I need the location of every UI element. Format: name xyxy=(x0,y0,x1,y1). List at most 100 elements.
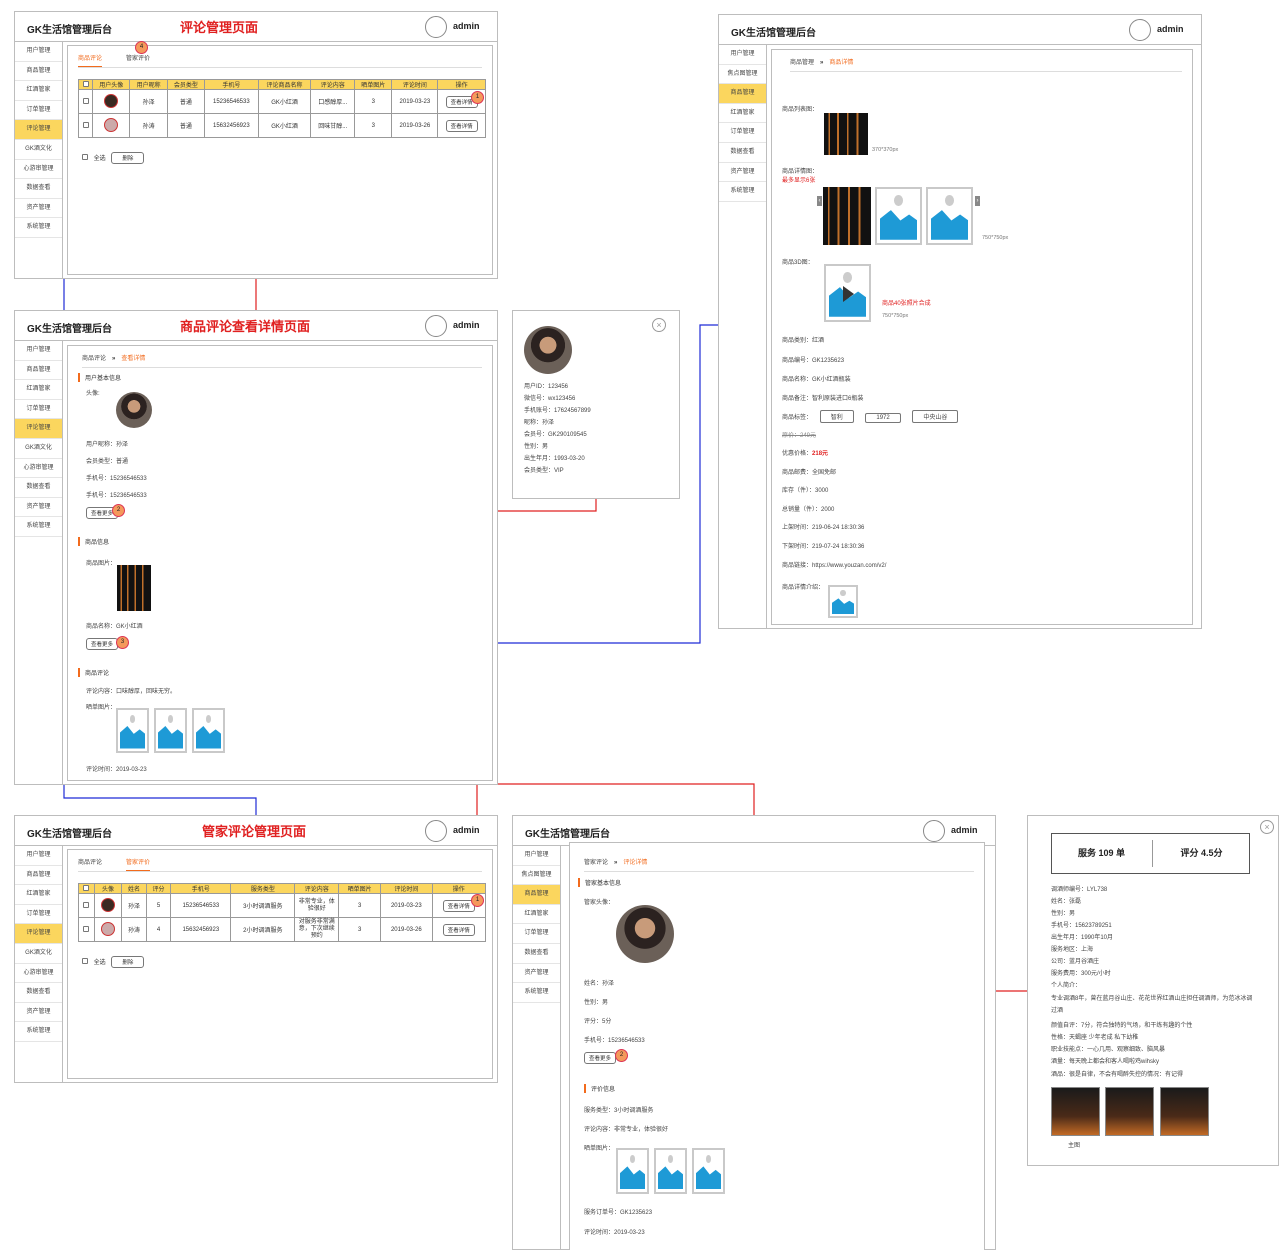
admin-avatar[interactable] xyxy=(425,820,447,842)
sidebar-item[interactable]: 焦点图管理 xyxy=(719,65,766,85)
field-intro-label: 商品详情介绍： xyxy=(782,585,825,591)
select-all-checkbox[interactable] xyxy=(83,884,90,891)
image-placeholder-icon xyxy=(875,187,922,245)
sidebar-item[interactable]: 用户管理 xyxy=(15,42,62,62)
sidebar-item[interactable]: 资产管理 xyxy=(719,163,766,183)
sidebar-item[interactable]: GK酒文化 xyxy=(15,944,62,964)
tab-goods-comment[interactable]: 商品评论 xyxy=(78,52,103,67)
chevron-left-icon[interactable]: ‹ xyxy=(817,196,822,206)
sidebar-item[interactable]: 用户管理 xyxy=(513,846,560,866)
sidebar-item[interactable]: 数据查看 xyxy=(719,143,766,163)
delete-button[interactable]: 删除 xyxy=(111,152,145,164)
sidebar-item[interactable]: 心游审管理 xyxy=(15,459,62,479)
row-checkbox[interactable] xyxy=(83,901,90,908)
product-tag[interactable]: 智利 xyxy=(819,410,854,423)
sidebar-item[interactable]: 用户管理 xyxy=(15,341,62,361)
sidebar-item[interactable]: 焦点图管理 xyxy=(513,866,560,886)
sidebar-item[interactable]: 订单管理 xyxy=(513,924,560,944)
breadcrumb: 商品管理»商品详情 xyxy=(790,57,1182,72)
sidebar-item[interactable]: 系统管理 xyxy=(719,182,766,202)
sidebar-item[interactable]: 系统管理 xyxy=(15,218,62,238)
sidebar-item-active[interactable]: 评论管理 xyxy=(15,924,62,944)
sidebar-item-active[interactable]: 评论管理 xyxy=(15,120,62,140)
sidebar-item[interactable]: 红酒管家 xyxy=(513,905,560,925)
popup-field: 会员号：GK290109545 xyxy=(524,432,587,438)
breadcrumb-item[interactable]: 商品评论 xyxy=(82,356,107,362)
sidebar-item[interactable]: 数据查看 xyxy=(513,944,560,964)
admin-avatar[interactable] xyxy=(425,315,447,337)
admin-name[interactable]: admin xyxy=(453,320,480,330)
sidebar-item[interactable]: 订单管理 xyxy=(15,400,62,420)
tab-butler-comment[interactable]: 管家评价 xyxy=(125,56,150,62)
sidebar-item[interactable]: 订单管理 xyxy=(15,101,62,121)
sidebar-item[interactable]: 订单管理 xyxy=(719,123,766,143)
view-detail-button[interactable]: 查看详情 xyxy=(442,899,475,912)
admin-avatar[interactable] xyxy=(923,820,945,842)
sidebar-item[interactable]: 订单管理 xyxy=(15,905,62,925)
field-phone: 手机号：15236546533 xyxy=(584,1038,645,1044)
sidebar-item[interactable]: 红酒管家 xyxy=(15,885,62,905)
chevron-right-icon[interactable]: › xyxy=(975,196,980,206)
3d-image-video[interactable] xyxy=(824,264,871,322)
list-image-size: 370*370px xyxy=(872,147,899,153)
sidebar-item[interactable]: 系统管理 xyxy=(513,983,560,1003)
sidebar-item[interactable]: GK酒文化 xyxy=(15,140,62,160)
sidebar-item[interactable]: 数据查看 xyxy=(15,478,62,498)
select-all-checkbox[interactable] xyxy=(82,80,89,87)
sidebar-item[interactable]: 红酒管家 xyxy=(15,380,62,400)
sidebar-item[interactable]: 资产管理 xyxy=(15,199,62,219)
view-detail-button[interactable]: 查看详情 xyxy=(445,119,478,132)
admin-avatar[interactable] xyxy=(1129,19,1151,41)
field-postage: 商品邮费：全国免邮 xyxy=(782,470,837,476)
view-more-user-button[interactable]: 查看更多 xyxy=(86,507,119,519)
sidebar-item-active[interactable]: 商品管理 xyxy=(719,84,766,104)
sidebar-item[interactable]: 用户管理 xyxy=(15,846,62,866)
popup-bio: 专业调酒8年，曾在蓝月谷山庄、花花世界红酒山庄担任调酒师，为范冰冰调过酒 xyxy=(1051,996,1253,1014)
tab-goods-comment[interactable]: 商品评论 xyxy=(78,860,103,866)
col-header: 用户昵称 xyxy=(129,79,168,90)
admin-avatar[interactable] xyxy=(425,16,447,38)
sidebar-item[interactable]: 红酒管家 xyxy=(15,81,62,101)
breadcrumb-item[interactable]: 管家评论 xyxy=(584,860,609,866)
product-tag[interactable]: 中央山谷 xyxy=(912,410,959,423)
admin-name[interactable]: admin xyxy=(1157,24,1184,34)
sidebar-item[interactable]: 商品管理 xyxy=(15,62,62,82)
sidebar-item-active[interactable]: 评论管理 xyxy=(15,419,62,439)
sidebar-item[interactable]: 数据查看 xyxy=(15,179,62,199)
sidebar-item-active[interactable]: 商品管理 xyxy=(513,885,560,905)
sidebar-item[interactable]: GK酒文化 xyxy=(15,439,62,459)
tab-butler-comment[interactable]: 管家评价 xyxy=(125,856,150,871)
view-more-butler-button[interactable]: 查看更多 xyxy=(584,1052,617,1064)
header: GK生活馆管理后台 admin xyxy=(719,15,1201,45)
sidebar-item[interactable]: 红酒管家 xyxy=(719,104,766,124)
sidebar-item[interactable]: 数据查看 xyxy=(15,983,62,1003)
breadcrumb-item[interactable]: 商品管理 xyxy=(790,60,815,66)
sidebar-item[interactable]: 资产管理 xyxy=(513,964,560,984)
row-checkbox[interactable] xyxy=(82,97,89,104)
sidebar-item[interactable]: 商品管理 xyxy=(15,361,62,381)
sidebar-item[interactable]: 心游审管理 xyxy=(15,160,62,180)
page-title-comment: 评论管理页面 xyxy=(180,20,259,35)
admin-name[interactable]: admin xyxy=(951,825,978,835)
admin-name[interactable]: admin xyxy=(453,21,480,31)
sidebar-item[interactable]: 资产管理 xyxy=(15,498,62,518)
close-icon[interactable]: × xyxy=(1260,820,1274,834)
row-checkbox[interactable] xyxy=(82,121,89,128)
sidebar-item[interactable]: 商品管理 xyxy=(15,866,62,886)
admin-name[interactable]: admin xyxy=(453,825,480,835)
product-tag[interactable]: 1972 xyxy=(865,413,901,423)
row-checkbox[interactable] xyxy=(83,925,90,932)
view-more-goods-button[interactable]: 查看更多 xyxy=(86,638,119,650)
select-all-checkbox[interactable] xyxy=(82,958,88,964)
delete-button[interactable]: 删除 xyxy=(111,956,145,968)
sidebar-item[interactable]: 系统管理 xyxy=(15,517,62,537)
close-icon[interactable]: × xyxy=(652,318,666,332)
view-detail-button[interactable]: 查看详情 xyxy=(442,923,475,936)
sidebar-item[interactable]: 用户管理 xyxy=(719,45,766,65)
select-all-checkbox[interactable] xyxy=(82,154,88,160)
sidebar-item[interactable]: 心游审管理 xyxy=(15,964,62,984)
sidebar-item[interactable]: 系统管理 xyxy=(15,1022,62,1042)
sidebar-item[interactable]: 资产管理 xyxy=(15,1003,62,1023)
butler-avatar xyxy=(616,905,674,963)
popup-field: 手机号：15623789251 xyxy=(1051,923,1112,929)
